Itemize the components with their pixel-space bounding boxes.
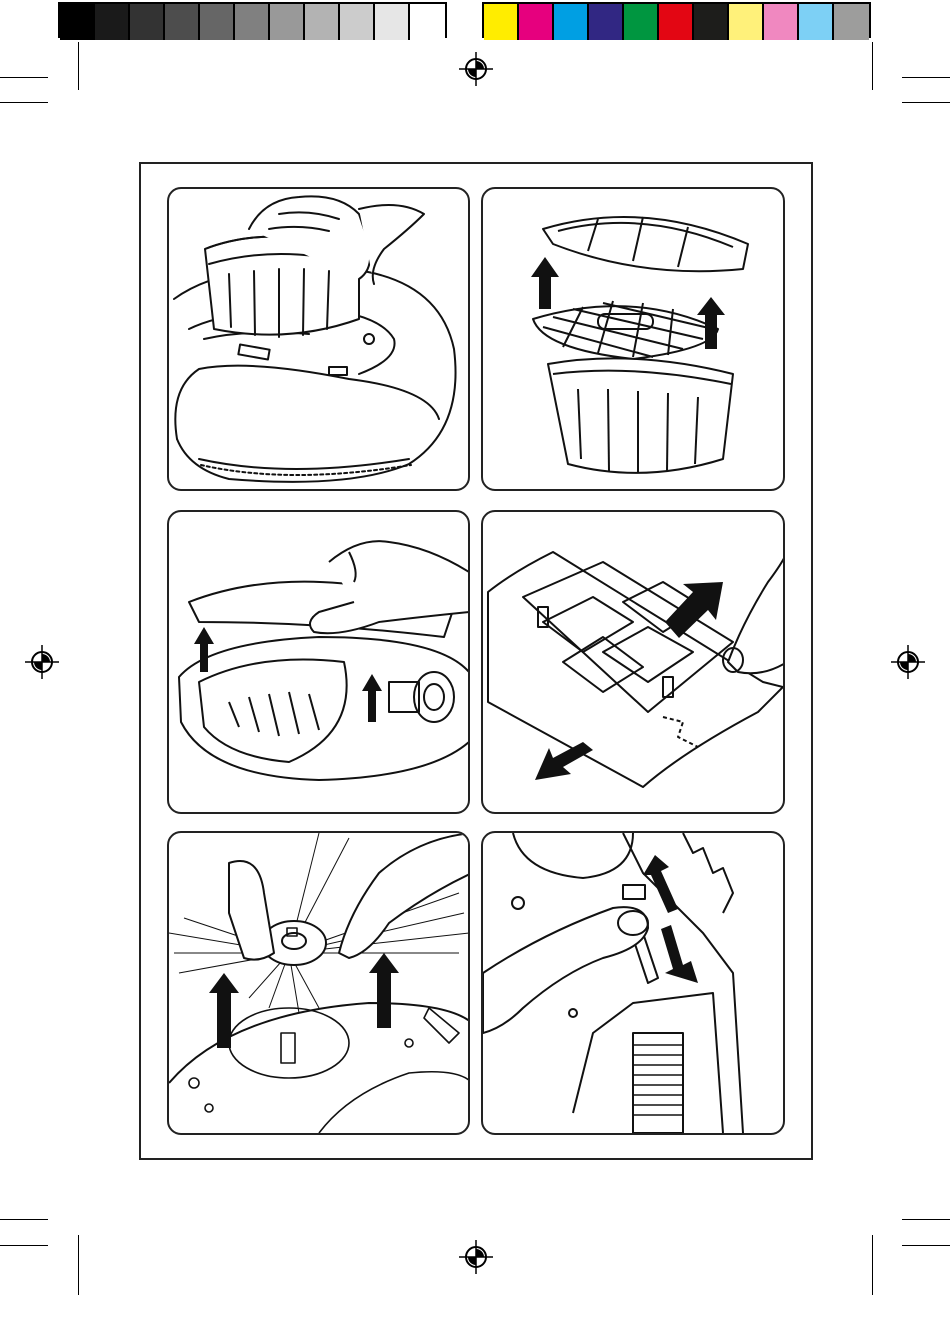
color-swatch bbox=[799, 4, 834, 40]
registration-mark-right-icon bbox=[891, 645, 925, 679]
color-swatch bbox=[694, 4, 729, 40]
registration-mark-bottom-icon bbox=[459, 1240, 493, 1274]
finger-sliding-latch-icon bbox=[483, 833, 785, 1135]
color-swatch bbox=[764, 4, 799, 40]
gray-swatch bbox=[95, 4, 130, 40]
color-swatch bbox=[834, 4, 869, 40]
panel-filter-separation bbox=[481, 187, 785, 491]
color-swatch bbox=[519, 4, 554, 40]
color-swatch bbox=[589, 4, 624, 40]
gray-swatch bbox=[410, 4, 445, 40]
gray-calibration-bar bbox=[58, 2, 447, 38]
gray-swatch bbox=[340, 4, 375, 40]
hands-lifting-side-brush-icon bbox=[169, 833, 470, 1135]
color-swatch bbox=[554, 4, 589, 40]
color-swatch bbox=[659, 4, 694, 40]
filter-frame-arrows-icon bbox=[483, 512, 785, 814]
color-swatch bbox=[624, 4, 659, 40]
filter-lift-arrows-icon bbox=[483, 189, 785, 491]
color-swatch bbox=[729, 4, 764, 40]
hand-lifting-dustbin-icon bbox=[169, 189, 470, 491]
registration-mark-left-icon bbox=[25, 645, 59, 679]
gray-swatch bbox=[165, 4, 200, 40]
color-swatch bbox=[484, 4, 519, 40]
gray-swatch bbox=[375, 4, 410, 40]
registration-mark-top-icon bbox=[459, 52, 493, 86]
gray-swatch bbox=[305, 4, 340, 40]
gray-swatch bbox=[130, 4, 165, 40]
hand-opening-cover-icon bbox=[169, 512, 470, 814]
panel-bottom-latch-slide bbox=[481, 831, 785, 1135]
gray-swatch bbox=[235, 4, 270, 40]
panel-filter-frame-pull bbox=[481, 510, 785, 814]
panel-dustbin-removal bbox=[167, 187, 470, 491]
gray-swatch bbox=[200, 4, 235, 40]
gray-swatch bbox=[270, 4, 305, 40]
gray-swatch bbox=[60, 4, 95, 40]
color-calibration-bar bbox=[482, 2, 871, 38]
panel-side-brush-removal bbox=[167, 831, 470, 1135]
panel-brush-cover-removal bbox=[167, 510, 470, 814]
